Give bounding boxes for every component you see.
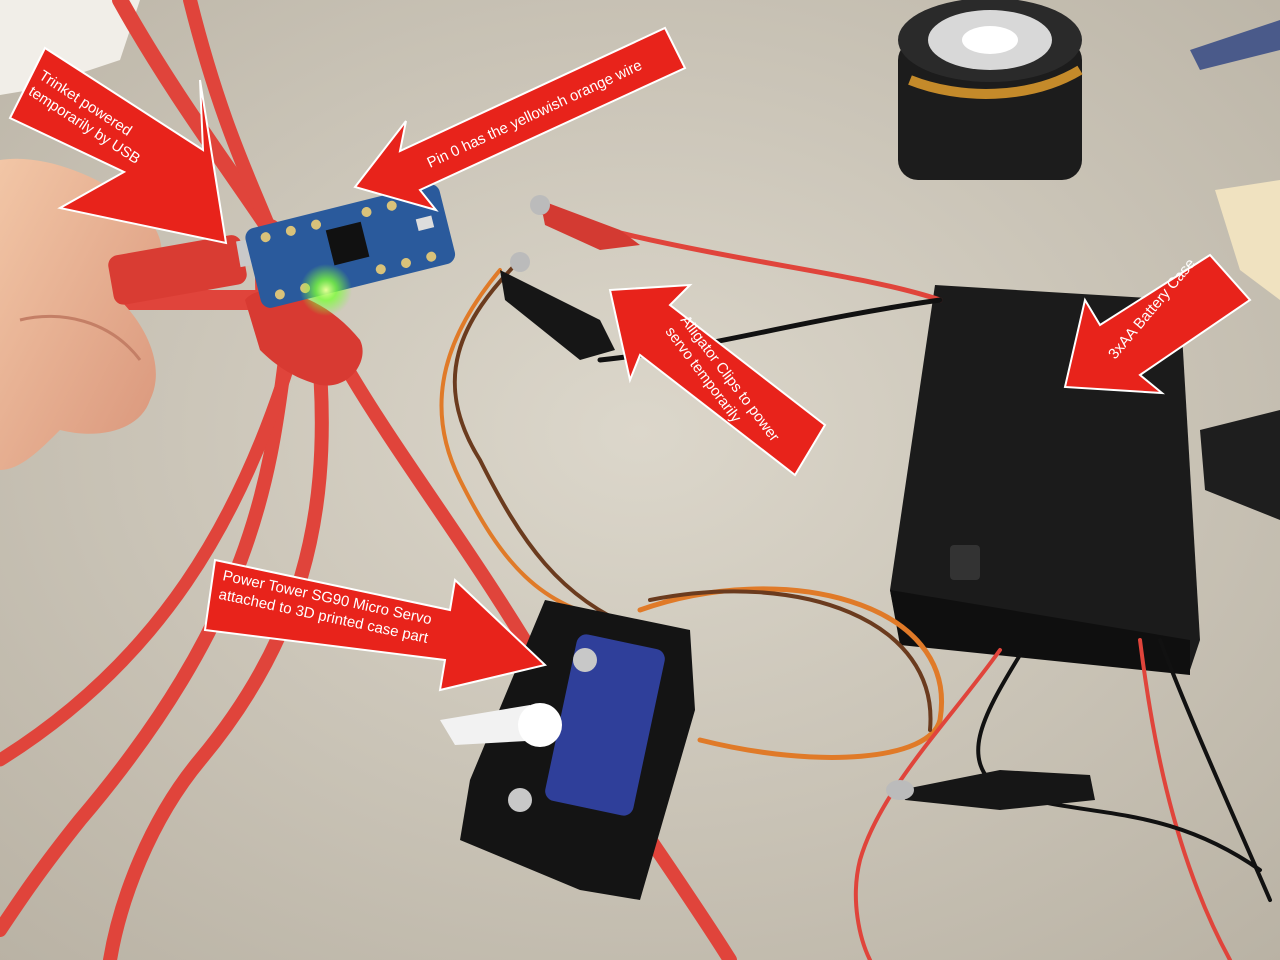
card xyxy=(1215,180,1280,300)
alligator-clip-black-bottom xyxy=(886,770,1095,810)
flashlight xyxy=(898,0,1083,180)
pen xyxy=(1190,20,1280,70)
finger-crease xyxy=(19,314,142,361)
dark-object xyxy=(1200,410,1280,520)
alligator-clip-black xyxy=(500,252,615,360)
usb-plug xyxy=(108,235,247,305)
led-glow xyxy=(300,264,352,316)
hand xyxy=(0,158,162,470)
servo-assembly xyxy=(440,600,695,900)
trinket-board xyxy=(245,184,456,308)
alligator-clip-red xyxy=(530,195,640,250)
